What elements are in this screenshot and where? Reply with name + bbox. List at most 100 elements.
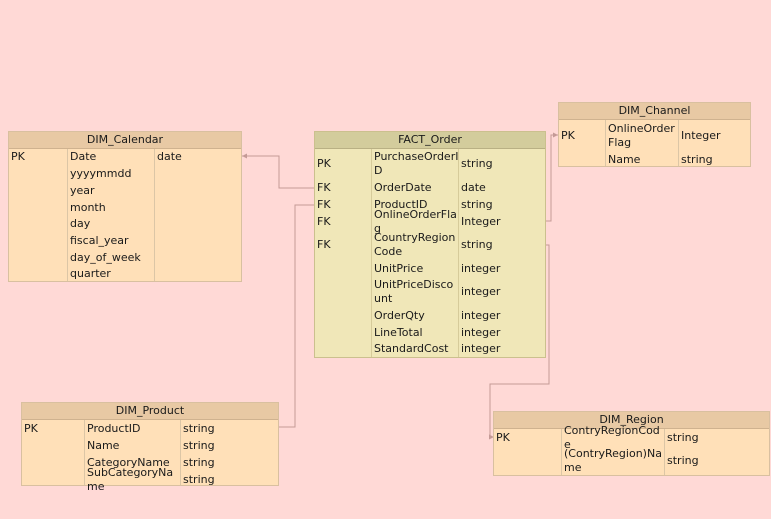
data-type-cell: string bbox=[667, 453, 699, 467]
dim-channel-title: DIM_Channel bbox=[559, 103, 750, 120]
column-name-cell: yyyymmdd bbox=[70, 166, 132, 180]
data-type-cell: integer bbox=[461, 261, 501, 275]
key-cell: FK bbox=[317, 214, 331, 228]
data-type-cell bbox=[155, 232, 241, 249]
column-name-cell: OnlineOrderFlag bbox=[374, 207, 457, 235]
column-name-cell: CountryRegionCode bbox=[374, 231, 456, 258]
dim-region-title: DIM_Region bbox=[494, 412, 769, 429]
column-name-cell: quarter bbox=[70, 267, 111, 280]
key-cell bbox=[9, 199, 68, 216]
data-type-cell: string bbox=[461, 238, 493, 251]
data-type-cell: string bbox=[183, 421, 215, 435]
key-cell bbox=[22, 437, 85, 454]
key-cell bbox=[22, 454, 85, 471]
key-cell bbox=[9, 182, 68, 199]
column-name-cell: day_of_week bbox=[70, 250, 141, 264]
column-divider bbox=[67, 149, 68, 281]
table-row: day bbox=[9, 216, 241, 232]
table-row: UnitPrice integer bbox=[315, 260, 545, 277]
table-row: month bbox=[9, 199, 241, 216]
column-name-cell: UnitPrice bbox=[374, 261, 424, 275]
data-type-cell: Integer bbox=[681, 128, 721, 142]
data-type-cell bbox=[155, 249, 241, 266]
table-row: yyyymmdd bbox=[9, 165, 241, 182]
data-type-cell: string bbox=[667, 430, 699, 444]
data-type-cell: string bbox=[183, 438, 215, 452]
column-name-cell: month bbox=[70, 200, 106, 214]
arrowhead-calendar bbox=[242, 153, 247, 159]
key-cell bbox=[315, 341, 372, 357]
key-cell bbox=[9, 232, 68, 249]
key-cell bbox=[9, 165, 68, 182]
table-row: year bbox=[9, 182, 241, 199]
column-divider bbox=[561, 429, 562, 475]
key-cell: FK bbox=[317, 180, 331, 194]
key-cell bbox=[494, 446, 562, 475]
column-divider bbox=[371, 149, 372, 357]
data-type-cell: integer bbox=[461, 308, 501, 322]
column-name-cell: ProductID bbox=[374, 197, 428, 211]
data-type-cell bbox=[155, 199, 241, 216]
table-row: fiscal_year bbox=[9, 232, 241, 249]
key-cell bbox=[315, 307, 372, 324]
column-name-cell: UnitPriceDiscount bbox=[374, 278, 454, 305]
column-name-cell: ContryRegionCode bbox=[564, 423, 660, 451]
table-row: day_of_week bbox=[9, 249, 241, 266]
key-cell bbox=[559, 151, 606, 168]
column-name-cell: day bbox=[70, 217, 91, 230]
table-row: (ContryRegion)Name string bbox=[494, 446, 769, 475]
data-type-cell bbox=[155, 182, 241, 199]
data-type-cell bbox=[155, 266, 241, 282]
key-cell: FK bbox=[317, 197, 331, 211]
key-cell bbox=[315, 260, 372, 277]
column-divider bbox=[180, 420, 181, 485]
column-name-cell: ProductID bbox=[87, 421, 141, 435]
key-cell bbox=[315, 277, 372, 307]
column-name-cell: (ContryRegion)Name bbox=[564, 446, 662, 474]
key-cell bbox=[9, 266, 68, 282]
key-cell bbox=[22, 471, 85, 488]
column-name-cell: OnlineOrderFlag bbox=[608, 121, 675, 149]
data-type-cell: date bbox=[461, 180, 486, 194]
data-type-cell: string bbox=[183, 472, 215, 486]
data-type-cell: date bbox=[157, 150, 182, 163]
key-cell: PK bbox=[11, 150, 25, 163]
column-name-cell: Name bbox=[608, 152, 641, 166]
data-type-cell: string bbox=[461, 157, 493, 170]
data-type-cell bbox=[155, 216, 241, 232]
table-row: FK OnlineOrderFlag Integer bbox=[315, 207, 545, 235]
key-cell bbox=[9, 216, 68, 232]
column-divider bbox=[458, 149, 459, 357]
data-type-cell bbox=[155, 165, 241, 182]
data-type-cell: Integer bbox=[461, 214, 501, 228]
key-cell bbox=[9, 249, 68, 266]
table-row: quarter bbox=[9, 266, 241, 282]
data-type-cell: integer bbox=[461, 325, 501, 339]
data-type-cell: string bbox=[681, 152, 713, 166]
column-divider bbox=[154, 149, 155, 281]
column-name-cell: OrderDate bbox=[374, 180, 432, 194]
column-name-cell: Name bbox=[87, 438, 120, 452]
dim-calendar-title: DIM_Calendar bbox=[9, 132, 241, 149]
table-row: Name string bbox=[22, 437, 278, 454]
data-type-cell: string bbox=[183, 455, 215, 469]
table-row: FK OrderDate date bbox=[315, 179, 545, 196]
dim-product-title: DIM_Product bbox=[22, 403, 278, 420]
column-name-cell: OrderQty bbox=[374, 308, 425, 322]
link-product-productid bbox=[278, 204, 315, 428]
